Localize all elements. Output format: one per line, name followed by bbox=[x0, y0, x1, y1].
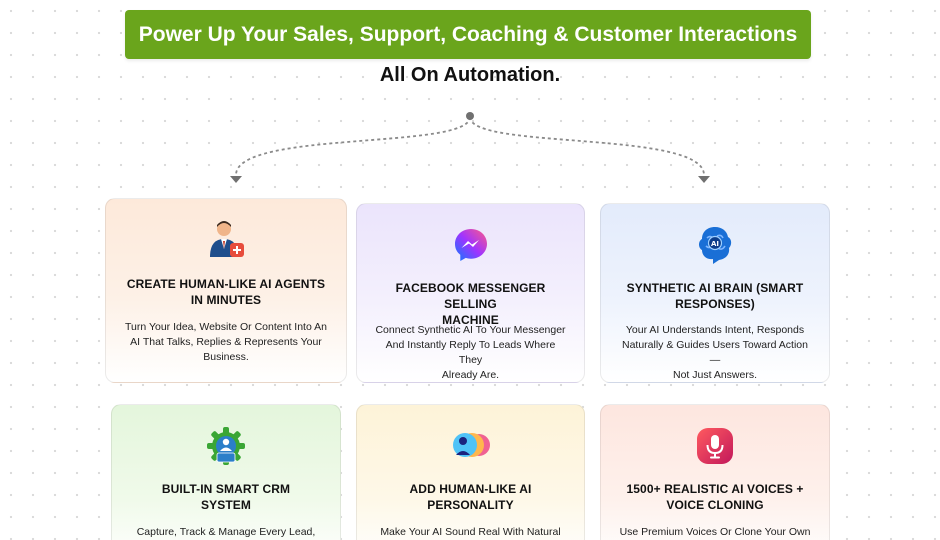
feature-title: SYNTHETIC AI BRAIN (SMART bbox=[626, 281, 804, 295]
feature-description: Make Your AI Sound Real With Natural bbox=[380, 526, 561, 538]
feature-description: AI That Talks, Replies & Represents Your bbox=[130, 336, 322, 348]
headline-subtitle: All On Automation. bbox=[379, 64, 561, 86]
connector-origin-dot bbox=[466, 112, 474, 120]
svg-text:AI: AI bbox=[711, 240, 719, 248]
feature-card-messenger: FACEBOOK MESSENGER SELLING MACHINE Conne… bbox=[356, 203, 585, 383]
feature-card-ai-brain: AI SYNTHETIC AI BRAIN (SMART RESPONSES) … bbox=[600, 203, 830, 383]
feature-description: Connect Synthetic AI To Your Messenger bbox=[375, 324, 566, 336]
feature-description: Use Premium Voices Or Clone Your Own — bbox=[619, 526, 811, 538]
feature-title: FACEBOOK MESSENGER SELLING bbox=[395, 281, 546, 311]
microphone-icon bbox=[695, 425, 735, 467]
connector-arrow-right bbox=[698, 176, 710, 183]
feature-description: Naturally & Guides Users Toward Action — bbox=[622, 339, 808, 366]
feature-card-voices: 1500+ REALISTIC AI VOICES + VOICE CLONIN… bbox=[600, 404, 830, 540]
feature-title: IN MINUTES bbox=[190, 293, 262, 307]
headline-banner: Power Up Your Sales, Support, Coaching &… bbox=[125, 10, 811, 59]
feature-description: Not Just Answers. bbox=[672, 369, 758, 381]
feature-title: PERSONALITY bbox=[427, 498, 514, 512]
feature-description: Capture, Track & Manage Every Lead, bbox=[136, 526, 316, 538]
ai-brain-icon: AI bbox=[695, 224, 735, 266]
feature-description: Your AI Understands Intent, Responds bbox=[625, 324, 805, 336]
crm-gear-icon bbox=[206, 425, 246, 467]
feature-title: 1500+ REALISTIC AI VOICES + bbox=[626, 482, 804, 496]
feature-description: And Instantly Reply To Leads Where They bbox=[385, 339, 556, 366]
feature-description: Business. bbox=[203, 351, 249, 363]
feature-title: VOICE CLONING bbox=[666, 498, 764, 512]
feature-title: BUILT-IN SMART CRM bbox=[161, 482, 291, 496]
branch-connector bbox=[230, 112, 710, 183]
feature-title: CREATE HUMAN-LIKE AI AGENTS bbox=[126, 277, 326, 291]
feature-card-crm: BUILT-IN SMART CRM SYSTEM Capture, Track… bbox=[111, 404, 341, 540]
connector-arrow-left bbox=[230, 176, 242, 183]
feature-card-personality: ADD HUMAN-LIKE AI PERSONALITY Make Your … bbox=[356, 404, 585, 540]
feature-title: SYSTEM bbox=[201, 498, 251, 512]
feature-title: MACHINE bbox=[442, 313, 499, 327]
feature-description: Turn Your Idea, Website Or Content Into … bbox=[125, 321, 327, 333]
feature-description: Already Are. bbox=[441, 369, 500, 381]
feature-title: ADD HUMAN-LIKE AI bbox=[409, 482, 532, 496]
feature-title: RESPONSES) bbox=[675, 297, 755, 311]
ai-personality-icon bbox=[451, 425, 491, 467]
businessman-agent-icon bbox=[206, 219, 246, 261]
messenger-icon bbox=[451, 224, 491, 266]
feature-card-ai-agents: CREATE HUMAN-LIKE AI AGENTS IN MINUTES T… bbox=[105, 198, 347, 383]
